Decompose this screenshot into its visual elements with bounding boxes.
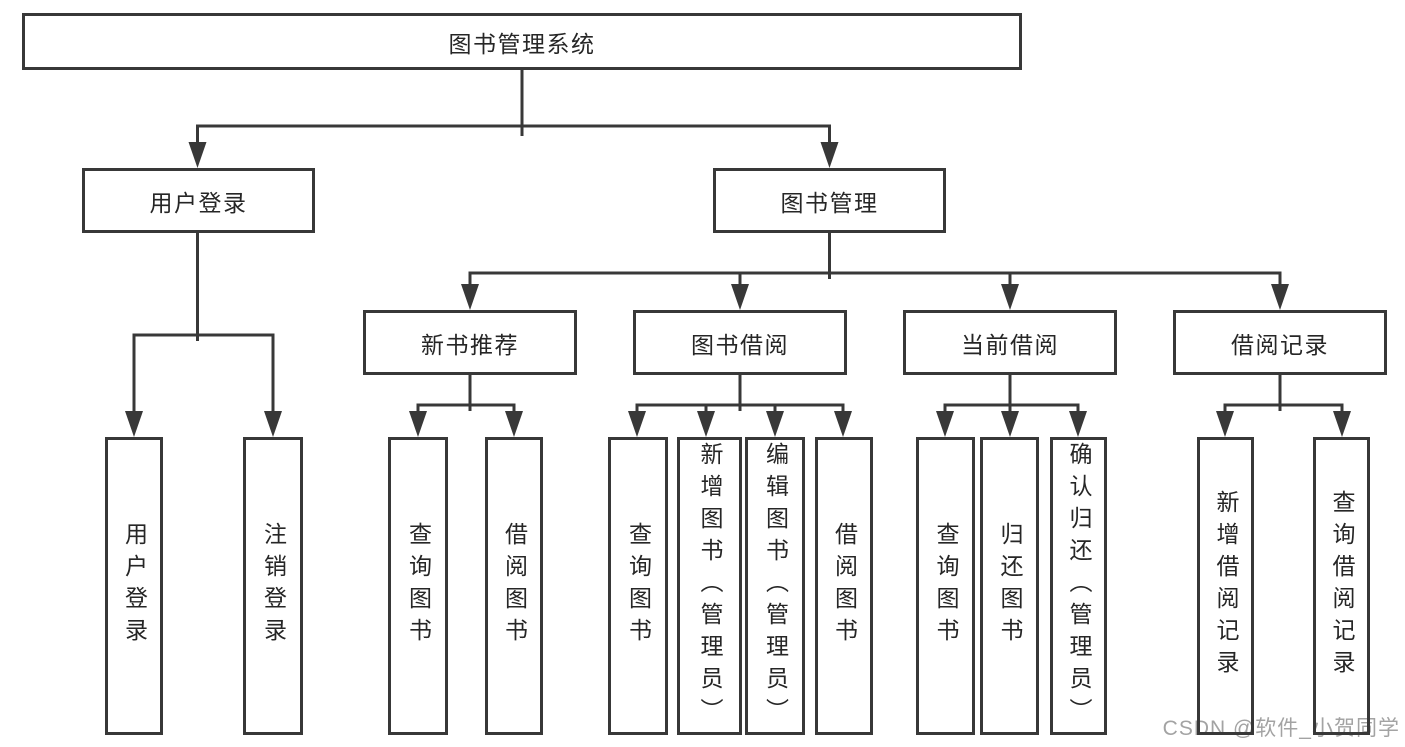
node-query-borrow-record: 查询借阅记录 (1313, 437, 1370, 735)
node-add-borrow-record: 新增借阅记录 (1197, 437, 1254, 735)
node-label: 新增图书（管理员） (697, 442, 723, 730)
node-label: 图书管理系统 (448, 30, 596, 57)
node-new-book-recommend: 新书推荐 (363, 310, 577, 375)
node-label: 查询图书 (625, 522, 652, 650)
node-logout: 注销登录 (243, 437, 303, 735)
node-query-books-1: 查询图书 (388, 437, 448, 735)
node-label: 编辑图书（管理员） (762, 442, 789, 730)
node-label: 借阅图书 (501, 522, 528, 650)
node-label: 注销登录 (260, 522, 287, 650)
node-label: 确认归还（管理员） (1066, 442, 1092, 730)
node-label: 查询图书 (933, 522, 959, 650)
node-label: 借阅记录 (1231, 331, 1329, 358)
node-return-books: 归还图书 (980, 437, 1039, 735)
node-book-borrowing: 图书借阅 (633, 310, 847, 375)
node-label: 当前借阅 (961, 331, 1059, 358)
node-query-books-3: 查询图书 (916, 437, 975, 735)
node-borrow-books-2: 借阅图书 (815, 437, 873, 735)
node-label: 借阅图书 (831, 522, 858, 650)
node-label: 查询图书 (405, 522, 432, 650)
node-label: 用户登录 (121, 522, 148, 650)
node-label: 新书推荐 (421, 331, 519, 358)
node-edit-books-admin: 编辑图书（管理员） (745, 437, 805, 735)
node-label: 用户登录 (149, 189, 248, 216)
node-borrow-books-1: 借阅图书 (485, 437, 543, 735)
node-book-management: 图书管理 (713, 168, 946, 233)
node-user-login-leaf: 用户登录 (105, 437, 163, 735)
node-current-borrowing: 当前借阅 (903, 310, 1117, 375)
node-query-books-2: 查询图书 (608, 437, 668, 735)
node-borrowing-records: 借阅记录 (1173, 310, 1387, 375)
node-label: 图书管理 (780, 189, 879, 216)
node-label: 新增借阅记录 (1213, 490, 1239, 682)
node-confirm-return-admin: 确认归还（管理员） (1050, 437, 1107, 735)
node-root-library-system: 图书管理系统 (22, 13, 1022, 70)
node-label: 图书借阅 (691, 331, 789, 358)
node-label: 查询借阅记录 (1329, 490, 1355, 682)
node-add-books-admin: 新增图书（管理员） (677, 437, 742, 735)
node-user-login: 用户登录 (82, 168, 315, 233)
node-label: 归还图书 (997, 522, 1023, 650)
